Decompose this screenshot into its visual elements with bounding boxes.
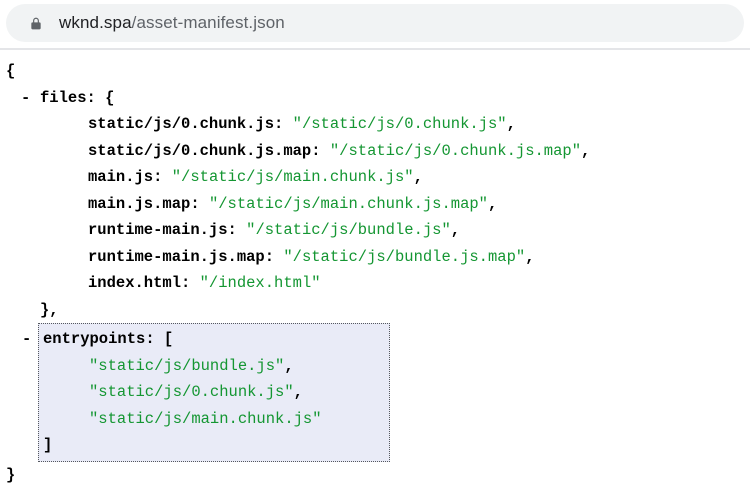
json-key: main.js.map: [88, 194, 191, 213]
json-punctuation: },: [40, 300, 59, 319]
address-bar: wknd.spa/asset-manifest.json: [0, 0, 750, 50]
json-key: index.html: [88, 274, 182, 292]
json-string-value: "/static/js/0.chunk.js.map": [329, 141, 582, 160]
json-string-value: "static/js/bundle.js": [89, 356, 285, 375]
json-key: runtime-main.js: [88, 221, 228, 239]
json-string-value: "/static/js/main.chunk.js": [171, 168, 414, 186]
collapse-toggle-icon[interactable]: -: [21, 88, 31, 107]
json-punctuation: :: [227, 221, 247, 239]
json-line: },: [0, 297, 750, 324]
json-comma: ,: [293, 383, 303, 401]
lock-icon[interactable]: [29, 15, 43, 32]
json-comma: ,: [284, 356, 294, 375]
json-line: index.html: "/index.html": [0, 270, 750, 297]
json-key: runtime-main.js.map: [88, 247, 265, 266]
json-comma: ,: [487, 194, 498, 213]
json-punctuation: : {: [86, 88, 115, 107]
json-line: ]: [39, 432, 389, 459]
selected-node-highlight: -entrypoints: ["static/js/bundle.js","st…: [22, 323, 390, 462]
json-string-value: "/static/js/0.chunk.js": [292, 115, 507, 133]
json-punctuation: {: [6, 62, 16, 80]
json-punctuation: }: [6, 465, 16, 484]
json-punctuation: ]: [43, 436, 53, 454]
json-comma: ,: [525, 247, 535, 266]
json-punctuation: :: [153, 168, 172, 186]
json-comma: ,: [413, 168, 423, 186]
json-string-value: "/static/js/bundle.js.map": [283, 247, 526, 266]
json-key: main.js: [88, 168, 154, 186]
json-string-value: "static/js/0.chunk.js": [89, 383, 294, 401]
json-line: runtime-main.js.map: "/static/js/bundle.…: [0, 244, 750, 271]
json-line: static/js/0.chunk.js.map: "/static/js/0.…: [0, 138, 750, 165]
json-punctuation: :: [274, 115, 293, 133]
json-viewer: {-files: {static/js/0.chunk.js: "/static…: [0, 50, 750, 488]
json-comma: ,: [450, 221, 461, 239]
collapse-toggle-icon[interactable]: -: [22, 330, 32, 348]
url-host: wknd.spa: [59, 13, 132, 32]
json-key: entrypoints: [43, 330, 146, 348]
json-line: runtime-main.js: "/static/js/bundle.js",: [0, 217, 750, 244]
json-key: static/js/0.chunk.js: [88, 115, 275, 133]
json-line: main.js.map: "/static/js/main.chunk.js.m…: [0, 191, 750, 218]
url-bar[interactable]: wknd.spa/asset-manifest.json: [6, 4, 744, 42]
json-punctuation: :: [264, 247, 284, 266]
json-string-value: "/index.html": [199, 274, 321, 292]
json-line: main.js: "/static/js/main.chunk.js",: [0, 164, 750, 191]
json-line: {: [0, 58, 750, 85]
json-punctuation: :: [181, 274, 200, 292]
json-comma: ,: [506, 115, 516, 133]
json-string-value: "/static/js/bundle.js": [246, 221, 451, 239]
json-line: "static/js/bundle.js",: [39, 353, 389, 380]
json-string-value: "/static/js/main.chunk.js.map": [208, 194, 488, 213]
url-text: wknd.spa/asset-manifest.json: [59, 13, 285, 33]
json-punctuation: :: [311, 141, 330, 160]
json-line: -entrypoints: [: [22, 326, 389, 353]
json-line: "static/js/0.chunk.js",: [39, 379, 389, 406]
json-punctuation: :: [190, 194, 209, 213]
json-line: "static/js/main.chunk.js": [39, 406, 389, 433]
json-key: files: [40, 88, 87, 107]
url-path: /asset-manifest.json: [131, 13, 285, 32]
json-line: }: [0, 462, 750, 489]
json-line: -files: {: [0, 85, 750, 112]
json-string-value: "static/js/main.chunk.js": [89, 409, 322, 428]
json-punctuation: : [: [145, 330, 174, 348]
json-line: static/js/0.chunk.js: "/static/js/0.chun…: [0, 111, 750, 138]
json-comma: ,: [581, 141, 591, 160]
json-key: static/js/0.chunk.js.map: [88, 141, 312, 160]
